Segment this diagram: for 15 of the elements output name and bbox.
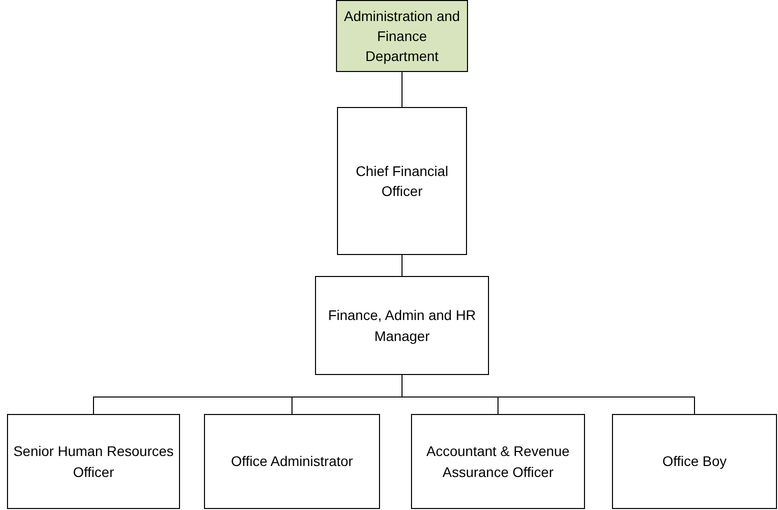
role-box [411, 414, 585, 509]
connector-line [402, 374, 695, 414]
role-title: Finance, Admin and HR Manager [327, 306, 477, 346]
role-title: Accountant & Revenue Assurance Officer [425, 442, 571, 482]
role-box [612, 414, 777, 509]
role-box [7, 414, 180, 509]
role-title: Chief Financial Officer [354, 162, 450, 201]
role-box [337, 107, 467, 255]
role-box [204, 414, 380, 509]
role-title: Office Boy [662, 452, 727, 472]
role-title: Office Administrator [231, 452, 353, 472]
department-box [336, 0, 468, 72]
role-title: Senior Human Resources Officer [12, 442, 175, 482]
role-title: Administration and Finance Department [343, 6, 461, 66]
role-box [315, 276, 489, 375]
